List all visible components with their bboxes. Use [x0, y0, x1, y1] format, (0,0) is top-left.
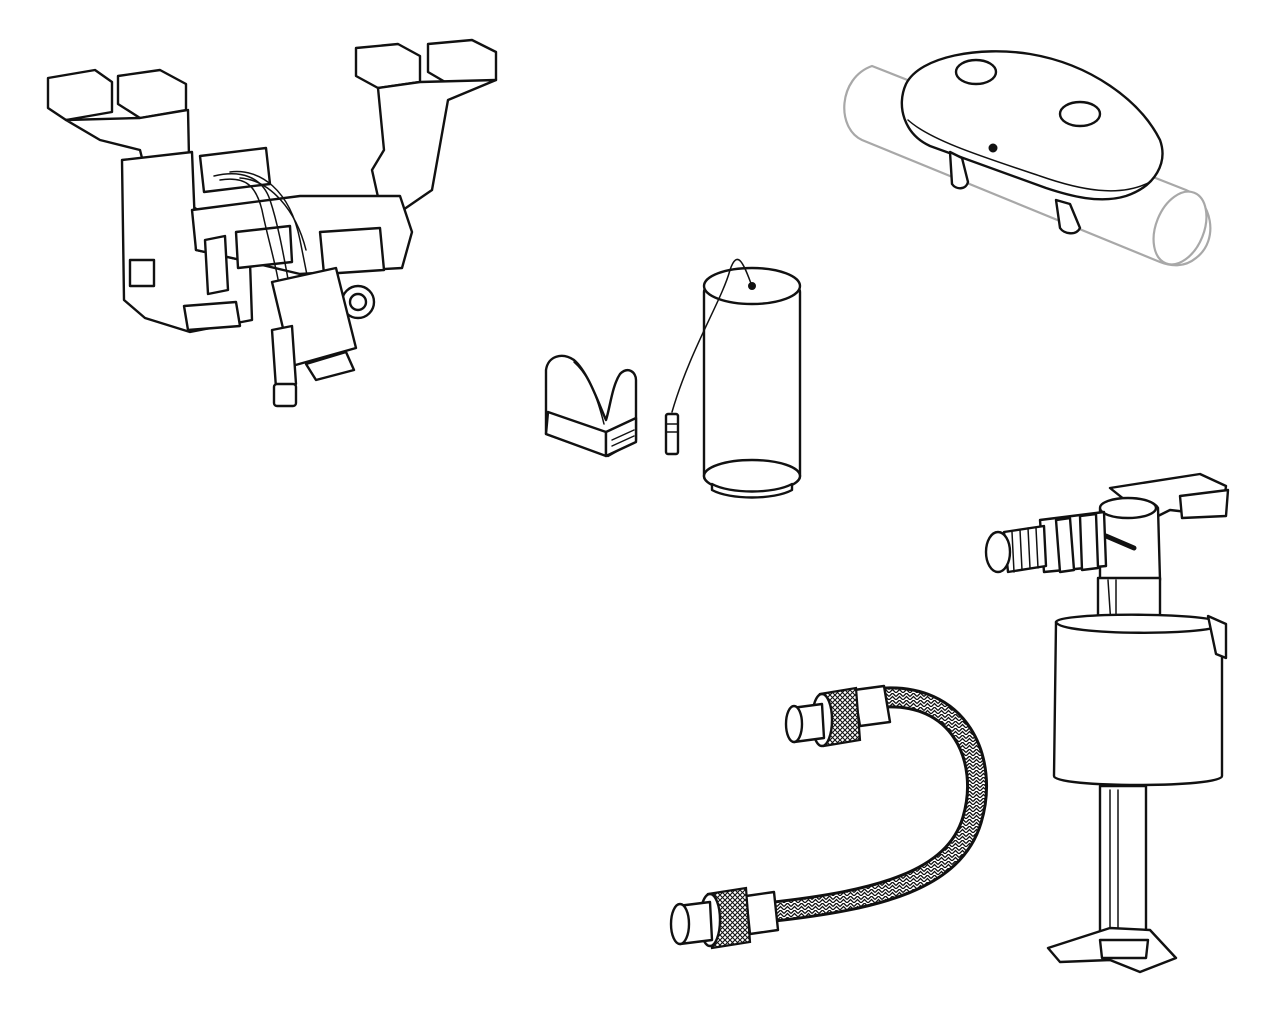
battery-icon	[664, 258, 802, 499]
pipe-sensor-icon	[843, 50, 1212, 267]
actuator-bracket-icon	[46, 38, 498, 408]
pipe-clip-icon	[544, 354, 638, 458]
fill-valve-icon	[984, 472, 1230, 974]
braided-hose-icon	[669, 684, 989, 950]
